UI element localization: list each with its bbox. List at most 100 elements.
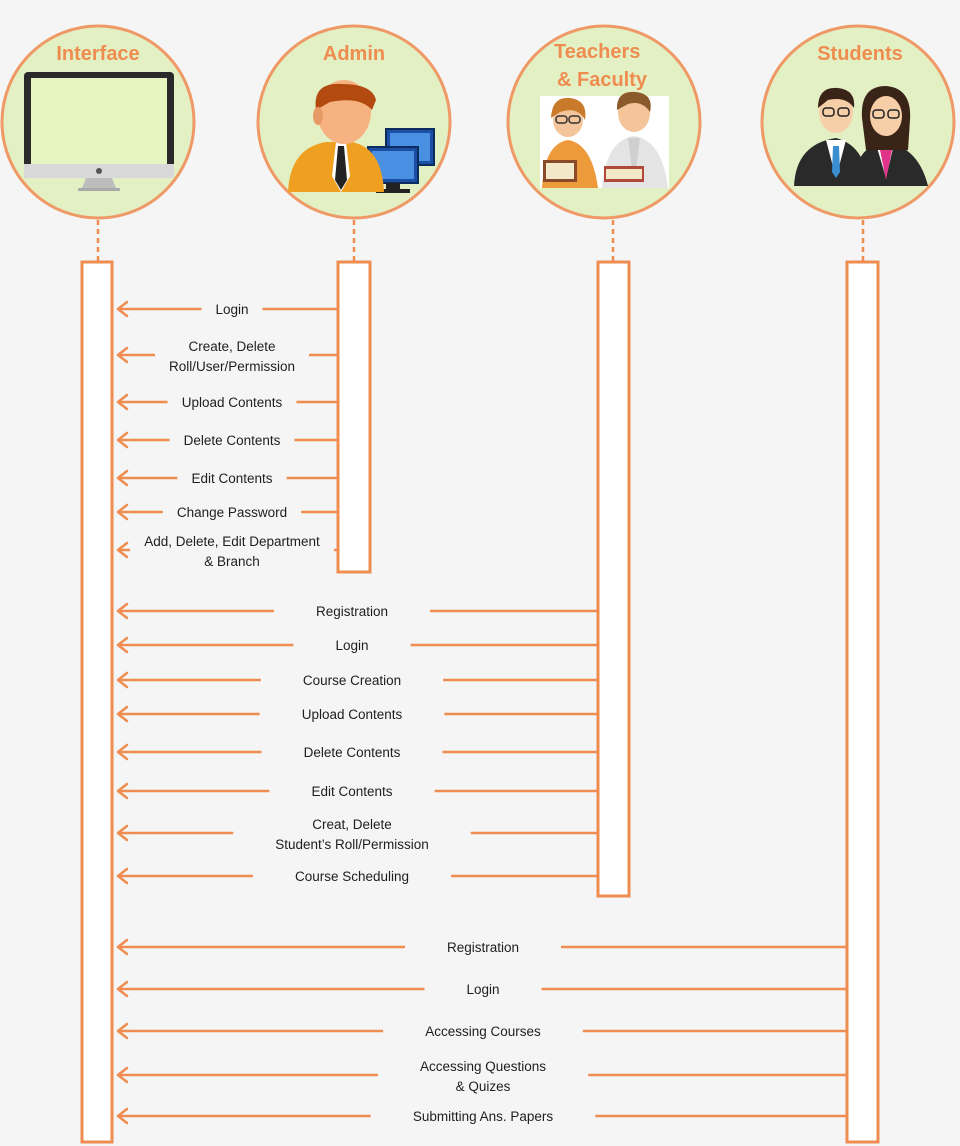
actor-admin-title-line: Admin <box>323 43 385 65</box>
actor-students: Students <box>760 24 956 1144</box>
imac-monitor-icon <box>24 72 174 191</box>
message-label: Registration <box>316 604 388 619</box>
message-admin: Add, Delete, Edit Department & Branch <box>116 534 338 569</box>
message-label-line: Delete Contents <box>304 745 401 760</box>
message-label: Add, Delete, Edit Department & Branch <box>144 534 320 569</box>
message-arrowhead <box>116 469 129 487</box>
message-arrowhead <box>116 743 129 761</box>
message-teachers: Upload Contents <box>116 705 598 723</box>
message-arrowhead <box>116 1107 129 1125</box>
message-arrowhead <box>116 824 129 842</box>
actor-teachers-title-line-2: & Faculty <box>557 69 648 91</box>
message-label-line: Upload Contents <box>302 707 403 722</box>
message-label-line: Login <box>215 302 248 317</box>
message-label-line: Student’s Roll/Permission <box>275 837 429 852</box>
message-teachers: Edit Contents <box>116 782 598 800</box>
actor-teachers: Teachers & Faculty <box>506 24 702 898</box>
message-label: Login <box>466 982 499 997</box>
message-arrowhead <box>116 636 129 654</box>
message-arrowhead <box>116 300 129 318</box>
message-label: Login <box>215 302 248 317</box>
message-label: Accessing Questions & Quizes <box>420 1059 546 1094</box>
actor-teachers-title: Teachers & Faculty <box>554 41 648 91</box>
message-label: Upload Contents <box>302 707 403 722</box>
message-arrowhead <box>116 782 129 800</box>
message-label: Login <box>335 638 368 653</box>
message-label: Course Scheduling <box>295 869 409 884</box>
message-arrowhead <box>116 867 129 885</box>
message-label-line: & Quizes <box>456 1079 511 1094</box>
actor-admin-title: Admin <box>323 43 385 65</box>
message-admin: Change Password <box>116 503 338 521</box>
message-label: Change Password <box>177 505 287 520</box>
activation-bar-students <box>845 260 880 1144</box>
message-label-line: & Branch <box>204 554 260 569</box>
message-arrowhead <box>116 705 129 723</box>
message-students: Accessing Questions & Quizes <box>116 1059 847 1094</box>
message-label: Delete Contents <box>304 745 401 760</box>
actor-students-title: Students <box>817 43 903 65</box>
message-arrowhead <box>116 602 129 620</box>
message-label: Edit Contents <box>311 784 392 799</box>
students-pair-icon <box>794 86 928 186</box>
message-label-line: Accessing Questions <box>420 1059 546 1074</box>
activation-bar-teachers <box>596 260 631 898</box>
message-admin: Edit Contents <box>116 469 338 487</box>
actor-interface-title-line: Interface <box>56 43 139 65</box>
message-label-line: Change Password <box>177 505 287 520</box>
message-label-line: Add, Delete, Edit Department <box>144 534 320 549</box>
message-label-line: Edit Contents <box>311 784 392 799</box>
message-teachers: Course Scheduling <box>116 867 598 885</box>
message-label: Delete Contents <box>184 433 281 448</box>
message-arrowhead <box>116 671 129 689</box>
message-label-line: Submitting Ans. Papers <box>413 1109 554 1124</box>
message-students: Registration <box>116 938 847 956</box>
message-label-line: Upload Contents <box>182 395 283 410</box>
message-arrowhead <box>116 980 129 998</box>
message-arrowhead <box>116 1066 129 1084</box>
message-label: Accessing Courses <box>425 1024 541 1039</box>
message-label-line: Delete Contents <box>184 433 281 448</box>
message-arrowhead <box>116 431 129 449</box>
message-arrowhead <box>116 541 129 559</box>
message-arrowhead <box>116 393 129 411</box>
message-arrowhead <box>116 1022 129 1040</box>
message-label-line: Registration <box>316 604 388 619</box>
message-label-line: Course Creation <box>303 673 401 688</box>
message-label-line: Roll/User/Permission <box>169 359 295 374</box>
message-label: Submitting Ans. Papers <box>413 1109 554 1124</box>
actor-interface-title: Interface <box>56 43 139 65</box>
message-label: Registration <box>447 940 519 955</box>
message-label-line: Login <box>335 638 368 653</box>
message-admin: Delete Contents <box>116 431 338 449</box>
message-arrowhead <box>116 503 129 521</box>
activation-bar-admin <box>336 260 372 574</box>
message-label-line: Registration <box>447 940 519 955</box>
message-admin: Login <box>116 300 338 318</box>
message-teachers: Delete Contents <box>116 743 598 761</box>
message-teachers: Registration <box>116 602 598 620</box>
actor-teachers-title-line-1: Teachers <box>554 41 640 63</box>
message-label-line: Login <box>466 982 499 997</box>
message-label-line: Course Scheduling <box>295 869 409 884</box>
actor-admin: Admin <box>256 24 452 574</box>
message-label-line: Edit Contents <box>191 471 272 486</box>
message-students: Login <box>116 980 847 998</box>
message-students: Accessing Courses <box>116 1022 847 1040</box>
actor-interface: Interface <box>0 24 196 1144</box>
activation-bar-interface <box>80 260 114 1144</box>
admin-at-computer-icon <box>288 80 435 193</box>
message-label-line: Create, Delete <box>188 339 275 354</box>
message-label: Edit Contents <box>191 471 272 486</box>
actor-students-title-line: Students <box>817 43 903 65</box>
message-students: Submitting Ans. Papers <box>116 1107 847 1125</box>
message-teachers: Course Creation <box>116 671 598 689</box>
message-label-line: Accessing Courses <box>425 1024 541 1039</box>
teachers-with-books-icon <box>540 91 669 188</box>
